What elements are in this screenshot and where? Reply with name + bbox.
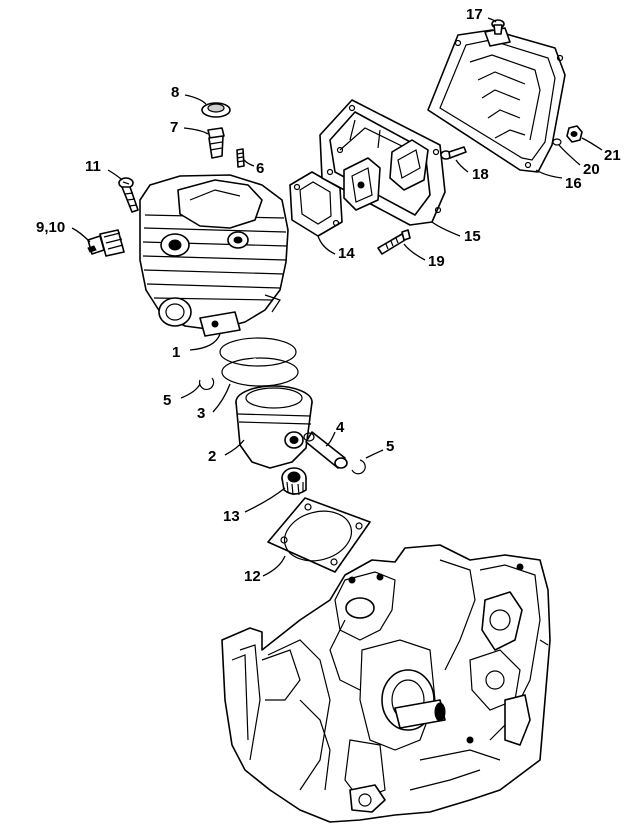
callout-12: 12 — [244, 568, 261, 585]
callout-8: 8 — [171, 84, 179, 101]
muffler-gasket — [289, 171, 343, 237]
stud-19 — [377, 229, 411, 255]
callout-5a: 5 — [163, 392, 171, 409]
screw-18 — [440, 146, 467, 160]
callout-15: 15 — [464, 228, 481, 245]
callout-3: 3 — [197, 405, 205, 422]
callout-14: 14 — [338, 245, 355, 262]
callout-5b: 5 — [386, 438, 394, 455]
callout-11: 11 — [85, 158, 101, 175]
cylinder — [139, 174, 289, 337]
callout-19: 19 — [428, 253, 445, 270]
leader-lines — [71, 17, 603, 577]
circlip-b — [351, 459, 366, 475]
callout-labels: 1 2 3 4 5 5 6 7 8 9,10 11 12 13 14 15 16… — [36, 6, 621, 585]
callout-20: 20 — [583, 161, 600, 178]
nut-21 — [566, 125, 583, 143]
callout-18: 18 — [472, 166, 489, 183]
callout-16: 16 — [565, 175, 582, 192]
callout-21: 21 — [604, 147, 621, 164]
callout-17: 17 — [466, 6, 483, 23]
spark-plug — [87, 229, 125, 257]
piston-pin — [303, 431, 348, 469]
piston-rings — [219, 337, 299, 387]
muffler — [319, 99, 446, 226]
callout-7: 7 — [170, 119, 178, 136]
callout-9-10: 9,10 — [36, 219, 65, 236]
piston — [235, 385, 313, 469]
needle-cage — [281, 467, 307, 496]
screw-17 — [491, 19, 505, 35]
screw-11 — [118, 177, 139, 213]
circlip-a — [198, 377, 215, 390]
crankcase — [221, 544, 551, 823]
callout-4: 4 — [336, 419, 345, 436]
decompression-valve — [201, 102, 245, 168]
muffler-cover — [427, 27, 566, 173]
callout-2: 2 — [208, 448, 216, 465]
base-gasket — [267, 497, 371, 573]
callout-1: 1 — [172, 344, 180, 361]
washer-20 — [552, 138, 562, 146]
callout-13: 13 — [223, 508, 240, 525]
callout-6: 6 — [256, 160, 264, 177]
